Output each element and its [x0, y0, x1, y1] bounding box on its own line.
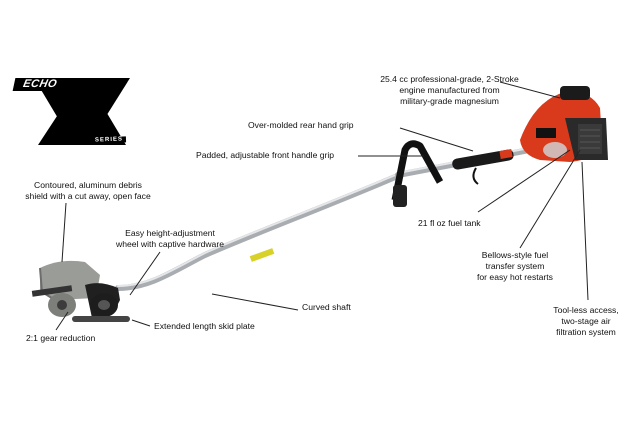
- callout-curved-shaft: Curved shaft: [302, 302, 351, 313]
- callout-engine-line: engine manufactured from: [399, 85, 500, 95]
- callout-debris-shield-line: Contoured, aluminum debris: [34, 180, 142, 190]
- front-handle: [391, 140, 444, 207]
- callout-skid-plate-line: Extended length skid plate: [154, 321, 255, 331]
- callout-debris-shield: Contoured, aluminum debris shield with a…: [14, 180, 162, 202]
- callout-fuel-tank: 21 fl oz fuel tank: [418, 218, 481, 229]
- callout-fuel-tank-line: 21 fl oz fuel tank: [418, 218, 481, 228]
- callout-height-wheel-line: Easy height-adjustment: [125, 228, 215, 238]
- callout-bellows-line: for easy hot restarts: [477, 272, 553, 282]
- callout-bellows-line: Bellows-style fuel: [481, 250, 549, 260]
- echo-logo-text: ECHO: [12, 78, 68, 91]
- series-logo-text: SERIES: [91, 136, 127, 144]
- callout-skid-plate: Extended length skid plate: [154, 321, 255, 332]
- callout-bellows-line: transfer system: [485, 261, 545, 271]
- callout-height-wheel: Easy height-adjustment wheel with captiv…: [106, 228, 234, 250]
- callout-height-wheel-line: wheel with captive hardware: [116, 239, 224, 249]
- callout-air-filter-line: Tool-less access,: [553, 305, 619, 315]
- callout-engine-line: military-grade magnesium: [400, 96, 499, 106]
- edger-head: [31, 260, 130, 322]
- leader-lines: [55, 81, 589, 331]
- callout-rear-grip-line: Over-molded rear hand grip: [248, 120, 354, 130]
- callout-gear-reduction: 2:1 gear reduction: [26, 333, 95, 344]
- callout-air-filter-line: two-stage air: [561, 316, 611, 326]
- shaft-decal: [249, 248, 275, 262]
- callout-front-grip-line: Padded, adjustable front handle grip: [196, 150, 335, 160]
- callout-air-filter-line: filtration system: [556, 327, 616, 337]
- callout-air-filter: Tool-less access, two-stage air filtrati…: [540, 305, 632, 338]
- callout-engine-line: 25.4 cc professional-grade, 2-Stroke: [380, 74, 519, 84]
- engine: [520, 86, 608, 162]
- callout-debris-shield-line: shield with a cut away, open face: [25, 191, 151, 201]
- callout-front-grip: Padded, adjustable front handle grip: [196, 150, 334, 161]
- rear-grip: [452, 149, 514, 185]
- callout-bellows: Bellows-style fuel transfer system for e…: [460, 250, 570, 283]
- callout-curved-shaft-line: Curved shaft: [302, 302, 351, 312]
- callout-gear-reduction-line: 2:1 gear reduction: [26, 333, 96, 343]
- curved-shaft: [115, 172, 403, 291]
- callout-engine: 25.4 cc professional-grade, 2-Stroke eng…: [362, 74, 537, 107]
- x-series-logo: [34, 78, 130, 145]
- callout-rear-grip: Over-molded rear hand grip: [248, 120, 354, 131]
